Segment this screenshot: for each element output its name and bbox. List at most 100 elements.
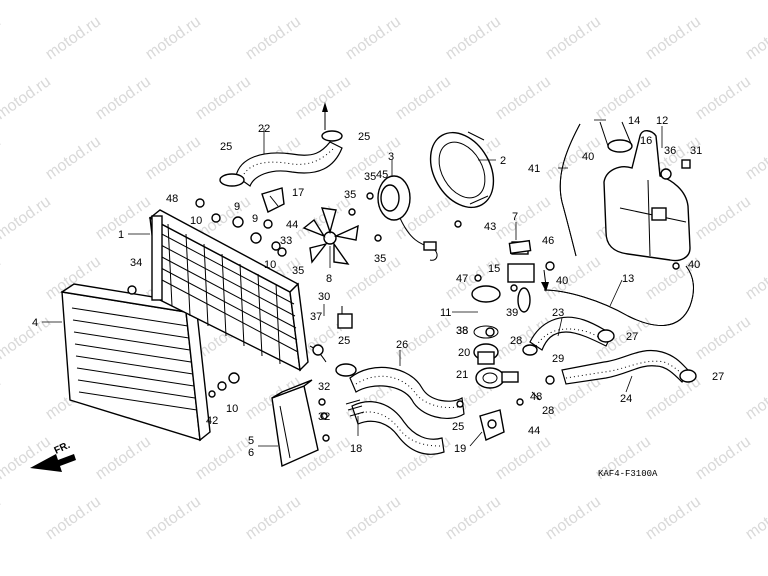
callout-17: 17 (292, 187, 304, 199)
watermark-text: motod.ru (43, 13, 104, 63)
fan-motor (377, 175, 438, 261)
callout-44a: 44 (286, 219, 298, 231)
callout-22: 22 (258, 123, 270, 135)
callout-38b: 38 (456, 325, 468, 337)
radiator-fasteners (127, 192, 462, 442)
watermark-text: motod.ru (443, 493, 504, 543)
callout-33: 33 (280, 235, 292, 247)
watermark-text: motod.ru (0, 493, 4, 543)
callout-25b: 25 (358, 131, 370, 143)
callout-27b: 27 (712, 371, 724, 383)
front-label: FR. (53, 440, 72, 457)
tank-grommets (660, 159, 691, 270)
overflow-hose-13 (543, 265, 694, 326)
callout-34: 34 (130, 257, 142, 269)
callout-9b: 9 (252, 213, 258, 225)
callout-46: 46 (542, 235, 554, 247)
watermark-text: motod.ru (243, 493, 304, 543)
watermark-text: motod.ru (43, 493, 104, 543)
callout-43: 43 (484, 221, 496, 233)
callout-4: 4 (32, 317, 38, 329)
reserve-tank (603, 130, 691, 262)
watermark-text: motod.ru (343, 13, 404, 63)
callout-36: 36 (664, 145, 676, 157)
front-arrow (30, 454, 76, 472)
filler-cap (599, 121, 633, 153)
callout-18: 18 (350, 443, 362, 455)
watermark-text: motod.ru (743, 373, 768, 423)
callout-16: 16 (640, 135, 652, 147)
lower-hose-18 (309, 344, 445, 455)
watermark-text: motod.ru (743, 493, 768, 543)
watermark-text: motod.ru (0, 253, 4, 303)
watermark-text: motod.ru (693, 433, 754, 483)
watermark-text: motod.ru (143, 13, 204, 63)
fan-shroud (429, 131, 495, 209)
callout-21: 21 (456, 369, 468, 381)
side-cover (271, 379, 319, 468)
parts-layer (30, 102, 697, 472)
callout-25a: 25 (220, 141, 232, 153)
hose-24 (561, 350, 697, 385)
radiator-core (148, 209, 309, 372)
watermark-text: motod.ru (0, 13, 4, 63)
watermark-text: motod.ru (593, 73, 654, 123)
callout-8: 8 (326, 273, 332, 285)
watermark-text: motod.ru (443, 13, 504, 63)
callout-25d: 25 (452, 421, 464, 433)
callout-11: 11 (440, 307, 451, 319)
watermark-text: motod.ru (393, 73, 454, 123)
callout-19: 19 (454, 443, 466, 455)
callout-9a: 9 (234, 201, 240, 213)
watermark-text: motod.ru (543, 253, 604, 303)
callout-23: 23 (552, 307, 564, 319)
callout-27a: 27 (626, 331, 638, 343)
watermark-text: motod.ru (543, 493, 604, 543)
callout-26: 26 (396, 339, 408, 351)
callout-48b: 48 (530, 391, 542, 403)
callout-12: 12 (656, 115, 668, 127)
watermark-text: motod.ru (193, 433, 254, 483)
watermark-text: motod.ru (643, 373, 704, 423)
callout-15: 15 (488, 263, 500, 275)
watermark-text: motod.ru (643, 13, 704, 63)
upper-hose (235, 141, 343, 187)
hose-23 (522, 316, 615, 356)
callout-13: 13 (622, 273, 634, 285)
watermark-layer: motod.ru motod.ru motod.ru motod.ru motod.ru… (0, 13, 768, 543)
small-hardware (456, 239, 555, 408)
watermark-text: motod.ru (743, 253, 768, 303)
callout-32a: 32 (318, 381, 330, 393)
callout-40c: 40 (688, 259, 700, 271)
leader-lines (42, 119, 663, 447)
callout-2: 2 (500, 155, 506, 167)
thermostat-parts (473, 343, 519, 389)
watermark-text: motod.ru (0, 133, 4, 183)
callout-labels: 1 2 3 4 5 6 7 8 9 9 10 10 10 11 12 13 14… (32, 115, 724, 459)
callout-6: 6 (248, 447, 254, 459)
callout-20: 20 (458, 347, 470, 359)
watermark-text: motod.ru (343, 493, 404, 543)
callout-37: 37 (310, 311, 322, 323)
direction-arrows (322, 102, 549, 401)
callout-7: 7 (512, 211, 518, 223)
hose-joint-19 (479, 409, 505, 441)
callout-25c: 25 (338, 335, 350, 347)
watermark-text: motod.ru (693, 313, 754, 363)
thermo-switch (337, 306, 353, 329)
callout-40b: 40 (556, 275, 568, 287)
watermark-text: motod.ru (143, 133, 204, 183)
watermark-text: motod.ru (493, 433, 554, 483)
callout-31: 31 (690, 145, 702, 157)
watermark-text: motod.ru (643, 493, 704, 543)
callout-32b: 32 (318, 411, 330, 423)
watermark-text: motod.ru (693, 193, 754, 243)
callout-35a: 35 (344, 189, 356, 201)
callout-41: 41 (528, 163, 540, 175)
watermark-text: motod.ru (43, 133, 104, 183)
radiator-shroud (60, 283, 211, 442)
siphon-hose-41 (559, 123, 581, 257)
callout-3: 3 (388, 151, 394, 163)
callout-35c: 35 (292, 265, 304, 277)
